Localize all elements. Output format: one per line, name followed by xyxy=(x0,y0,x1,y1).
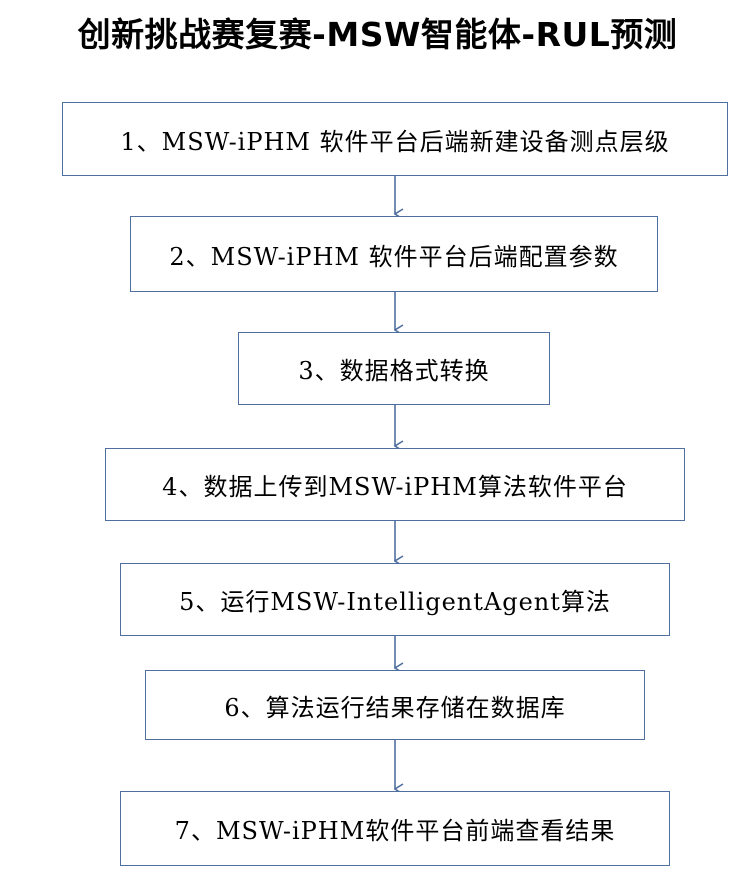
step-5-box: 5、运行MSW-IntelligentAgent算法 xyxy=(120,563,670,636)
step-2-box: 2、MSW-iPHM 软件平台后端配置参数 xyxy=(130,216,658,292)
step-4-label: 4、数据上传到MSW-iPHM算法软件平台 xyxy=(162,473,628,501)
diagram-title: 创新挑战赛复赛-MSW智能体-RUL预测 xyxy=(77,15,678,54)
step-3-label: 3、数据格式转换 xyxy=(298,357,490,385)
step-4-box: 4、数据上传到MSW-iPHM算法软件平台 xyxy=(105,448,685,521)
step-6-label: 6、算法运行结果存储在数据库 xyxy=(224,693,566,722)
step-1-box: 1、MSW-iPHM 软件平台后端新建设备测点层级 xyxy=(62,102,728,176)
step-5-label: 5、运行MSW-IntelligentAgent算法 xyxy=(179,588,611,616)
step-7-label: 7、MSW-iPHM软件平台前端查看结果 xyxy=(174,817,616,845)
step-6-box: 6、算法运行结果存储在数据库 xyxy=(145,670,645,740)
step-2-label: 2、MSW-iPHM 软件平台后端配置参数 xyxy=(169,242,619,271)
step-1-label: 1、MSW-iPHM 软件平台后端新建设备测点层级 xyxy=(120,127,670,156)
step-3-box: 3、数据格式转换 xyxy=(238,332,550,405)
step-7-box: 7、MSW-iPHM软件平台前端查看结果 xyxy=(120,791,670,866)
